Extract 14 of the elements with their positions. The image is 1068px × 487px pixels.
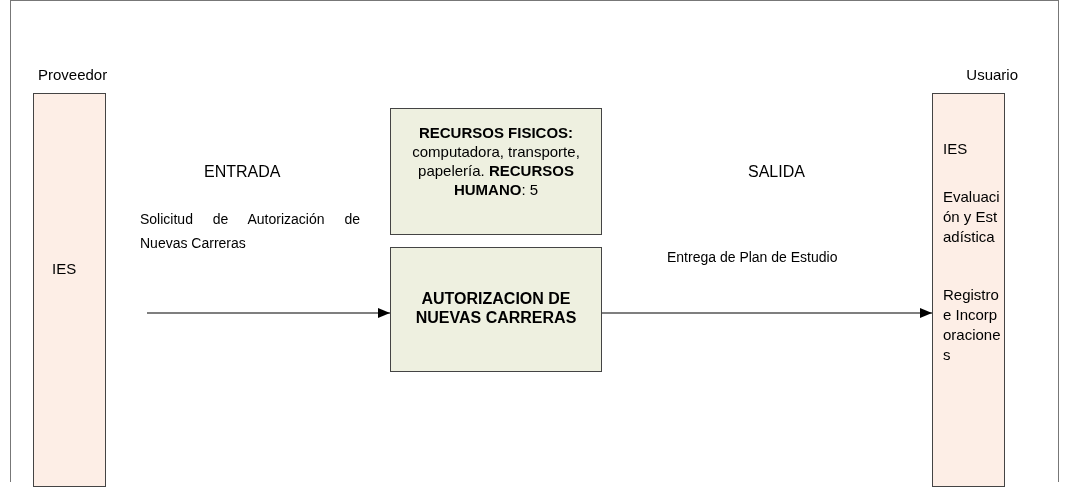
column-heading: Usuario [966, 65, 1018, 84]
process-box [390, 247, 602, 372]
entity-text: IES [943, 139, 969, 159]
resources-box [390, 108, 602, 235]
arrow [601, 308, 933, 318]
entity-text: Registro e Incorporaciones [943, 285, 1002, 365]
process-title: AUTORIZACION DE NUEVAS CARRERAS [414, 289, 578, 327]
section-label: SALIDA [748, 162, 805, 181]
section-label: ENTRADA [204, 162, 281, 181]
column-heading: Proveedor [38, 65, 108, 84]
arrow [146, 308, 391, 318]
entity-text: Evaluación y Estadística [943, 187, 1001, 247]
resource-text: RECURSOS FISICOS: computadora, transporte, papelería. RECURSOS HUMANO: 5 [411, 123, 581, 199]
entity-text: IES [52, 259, 77, 278]
